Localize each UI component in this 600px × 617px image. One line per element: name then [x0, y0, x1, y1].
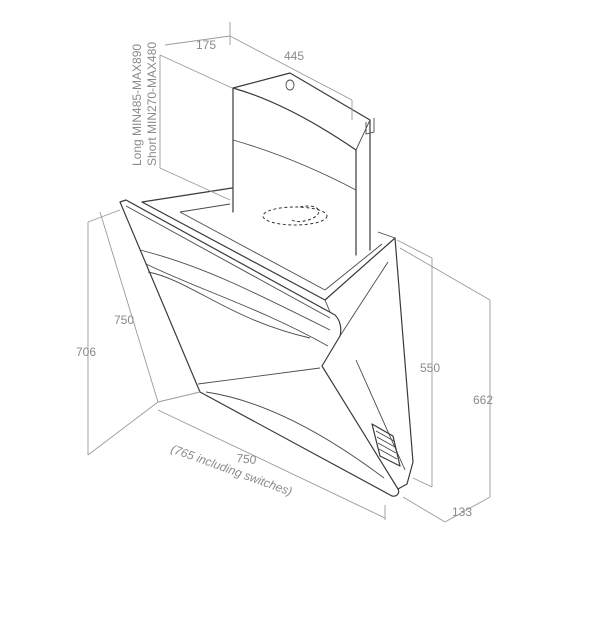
- chimney-cover: [232, 72, 375, 256]
- overall-side-height-label: 706: [76, 345, 96, 359]
- depth-bottom-label: 133: [452, 505, 472, 519]
- chimney-screw-hole: [285, 79, 295, 91]
- motor-outline: [262, 206, 328, 226]
- width-label: 750: [236, 451, 258, 467]
- chimney-width-label: 445: [284, 49, 304, 63]
- overall-height-label: 662: [473, 393, 493, 407]
- control-switches: [371, 423, 401, 467]
- body-height-label: 550: [420, 361, 440, 375]
- hood-drawing: [119, 72, 414, 497]
- hood-body-side: [324, 237, 414, 490]
- dimension-lines: [87, 22, 491, 523]
- chimney-short-label: Short MIN270-MAX480: [145, 42, 159, 166]
- hood-top: [141, 187, 396, 301]
- glass-front-panel: [119, 199, 400, 497]
- chimney-depth-label: 175: [196, 38, 216, 52]
- width-note-label: (765 including switches): [169, 442, 294, 499]
- chimney-long-label: Long MIN485-MAX890: [130, 44, 144, 166]
- panel-height-label: 750: [114, 313, 134, 327]
